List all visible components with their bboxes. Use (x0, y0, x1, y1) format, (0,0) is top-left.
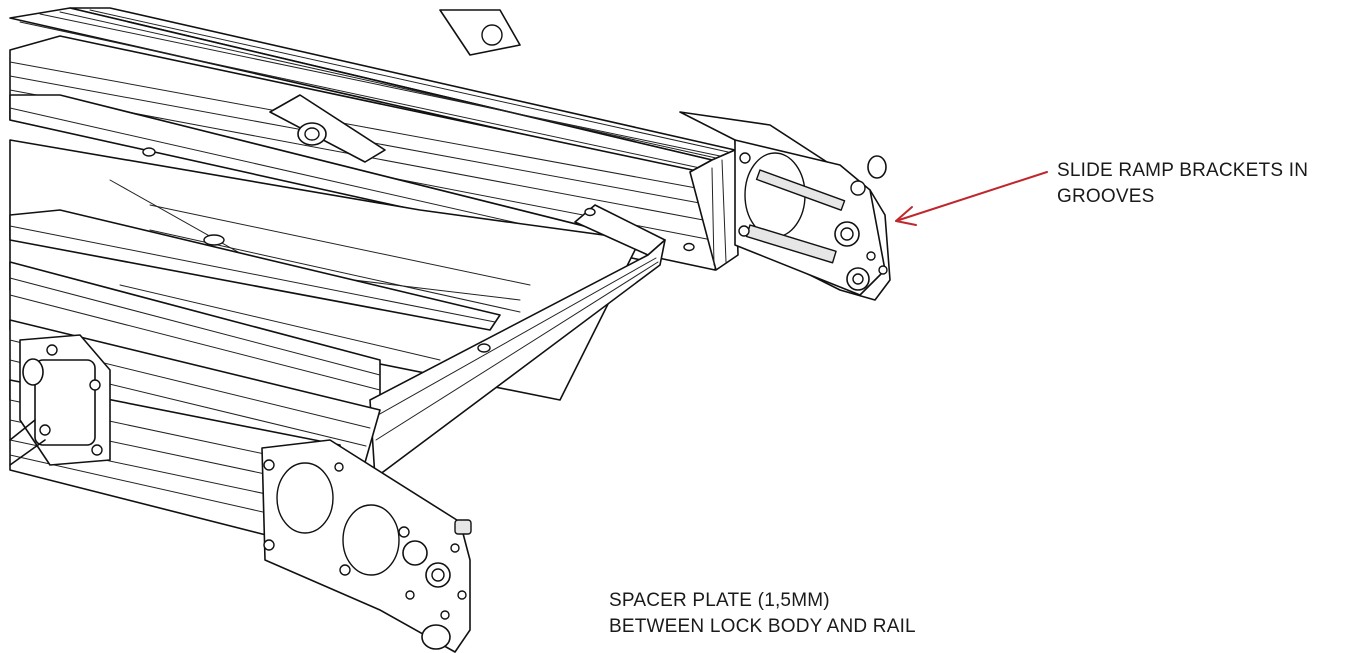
spacer-plate-callout-line-1: SPACER PLATE (1,5MM) (609, 590, 830, 611)
right-upper-bracket (679, 111, 891, 301)
left-bracket (19, 334, 111, 466)
slide-ramp-callout-line-1: SLIDE RAMP BRACKETS IN (1057, 160, 1309, 181)
slide-ramp-callout: SLIDE RAMP BRACKETS IN GROOVES (1057, 158, 1308, 210)
floor-panels (9, 139, 641, 401)
spacer-plate-callout: SPACER PLATE (1,5MM) BETWEEN LOCK BODY A… (609, 588, 916, 640)
callout-arrow (895, 171, 1048, 226)
right-lower-bracket (261, 439, 472, 653)
lower-left-bar (9, 209, 501, 411)
top-rail (9, 7, 736, 173)
front-crossbar (369, 204, 695, 479)
upper-mount (269, 9, 521, 163)
slide-ramp-callout-line-2: GROOVES (1057, 186, 1155, 207)
spacer-plate-callout-line-2: BETWEEN LOCK BODY AND RAIL (609, 616, 916, 637)
cut-edges (9, 419, 46, 466)
